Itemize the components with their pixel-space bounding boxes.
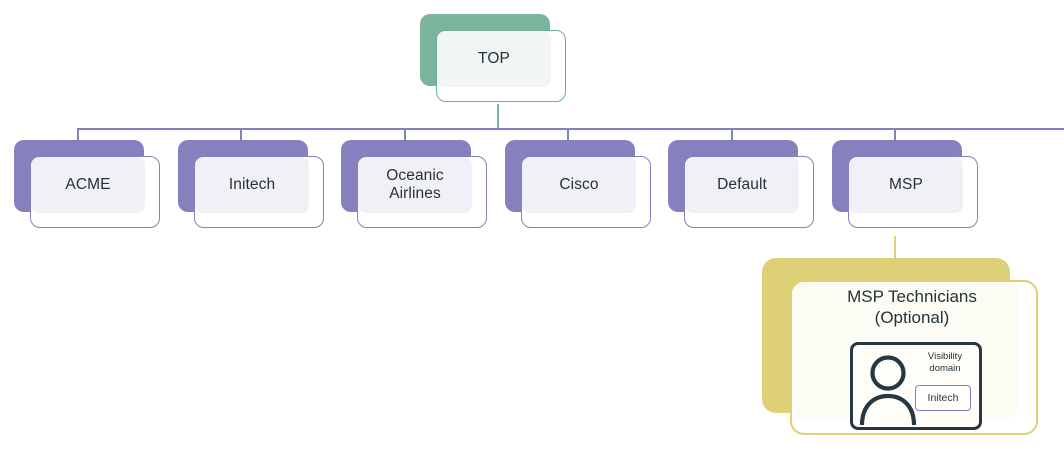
- visibility-domain-badge[interactable]: Initech: [915, 385, 971, 411]
- node-msp-card: MSP: [848, 156, 978, 228]
- person-icon: [859, 351, 917, 430]
- connector-drop-oceanic: [404, 128, 406, 146]
- node-cisco-card: Cisco: [521, 156, 651, 228]
- node-acme-inner: ACME: [31, 157, 145, 213]
- node-msp-inner: MSP: [849, 157, 963, 213]
- connector-msp-to-technicians: [894, 236, 896, 260]
- node-acme-label: ACME: [65, 175, 111, 193]
- node-msp-label: MSP: [889, 175, 923, 193]
- connector-drop-msp: [894, 128, 896, 146]
- visibility-domain-card[interactable]: Visibility domain Initech: [850, 342, 982, 430]
- connector-drop-default: [731, 128, 733, 146]
- node-default-inner: Default: [685, 157, 799, 213]
- connector-drop-acme: [77, 128, 79, 146]
- node-default-card: Default: [684, 156, 814, 228]
- node-initech-card: Initech: [194, 156, 324, 228]
- node-initech-inner: Initech: [195, 157, 309, 213]
- connector-top-stem: [497, 104, 499, 128]
- node-cisco-label: Cisco: [559, 175, 599, 193]
- node-cisco-inner: Cisco: [522, 157, 636, 213]
- connector-drop-initech: [240, 128, 242, 146]
- node-default-label: Default: [717, 175, 767, 193]
- msp-technicians-title: MSP Technicians (Optional): [847, 287, 977, 328]
- node-oceanic-airlines-label: Oceanic Airlines: [386, 166, 444, 202]
- node-top-inner: TOP: [437, 31, 551, 87]
- node-top-label: TOP: [478, 49, 510, 67]
- visibility-domain-label: Visibility domain: [927, 351, 963, 374]
- connector-horizontal-bus-visible: [77, 128, 919, 130]
- node-top-card: TOP: [436, 30, 566, 102]
- connector-drop-cisco: [567, 128, 569, 146]
- node-oceanic-airlines-card: Oceanic Airlines: [357, 156, 487, 228]
- node-initech-label: Initech: [228, 175, 276, 193]
- node-oceanic-airlines-inner: Oceanic Airlines: [358, 157, 472, 213]
- node-acme-card: ACME: [30, 156, 160, 228]
